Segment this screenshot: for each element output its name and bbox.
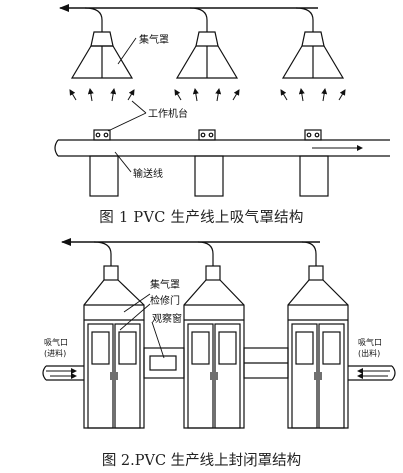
label-inlet-left-1: 吸气口 [44,337,68,347]
label-inlet-right-2: (出料) [358,348,380,358]
suction-hood-3 [281,7,345,79]
enclosure-3 [287,241,349,429]
conveyor-line-2 [42,365,396,381]
suction-hood-1 [70,7,134,79]
leader-conveyor [114,151,132,173]
inlet-arrows [46,368,390,379]
airflow-arrows [69,88,346,102]
label-hood-1: 集气罩 [139,33,169,46]
work-machine-3 [299,129,329,197]
conveyor-line-1 [54,139,390,157]
work-machine-1 [89,129,119,197]
label-window: 观察窗 [152,312,182,325]
work-machine-2 [194,129,224,197]
leader-window [151,321,165,359]
figure2-diagram [42,238,396,429]
label-door: 检修门 [150,294,180,307]
leader-machine-a [131,100,147,114]
label-conveyor: 输送线 [133,167,163,180]
label-hood-2: 集气罩 [150,278,180,291]
figure1-diagram [54,4,390,197]
connecting-tunnel [143,347,289,379]
enclosure-2 [183,241,245,429]
label-machine: 工作机台 [148,107,188,120]
label-inlet-right-1: 吸气口 [358,337,382,347]
figure1-caption: 图 1 PVC 生产线上吸气罩结构 [99,210,304,226]
enclosure-1 [83,241,145,429]
suction-hood-2 [175,7,239,79]
leader-hood-2 [123,293,151,313]
label-inlet-left-2: (进料) [44,348,66,358]
leader-machine-b [107,112,147,132]
leader-hood [117,37,137,65]
figure2-caption: 图 2.PVC 生产线上封闭罩结构 [101,453,302,469]
leader-door [119,303,151,331]
